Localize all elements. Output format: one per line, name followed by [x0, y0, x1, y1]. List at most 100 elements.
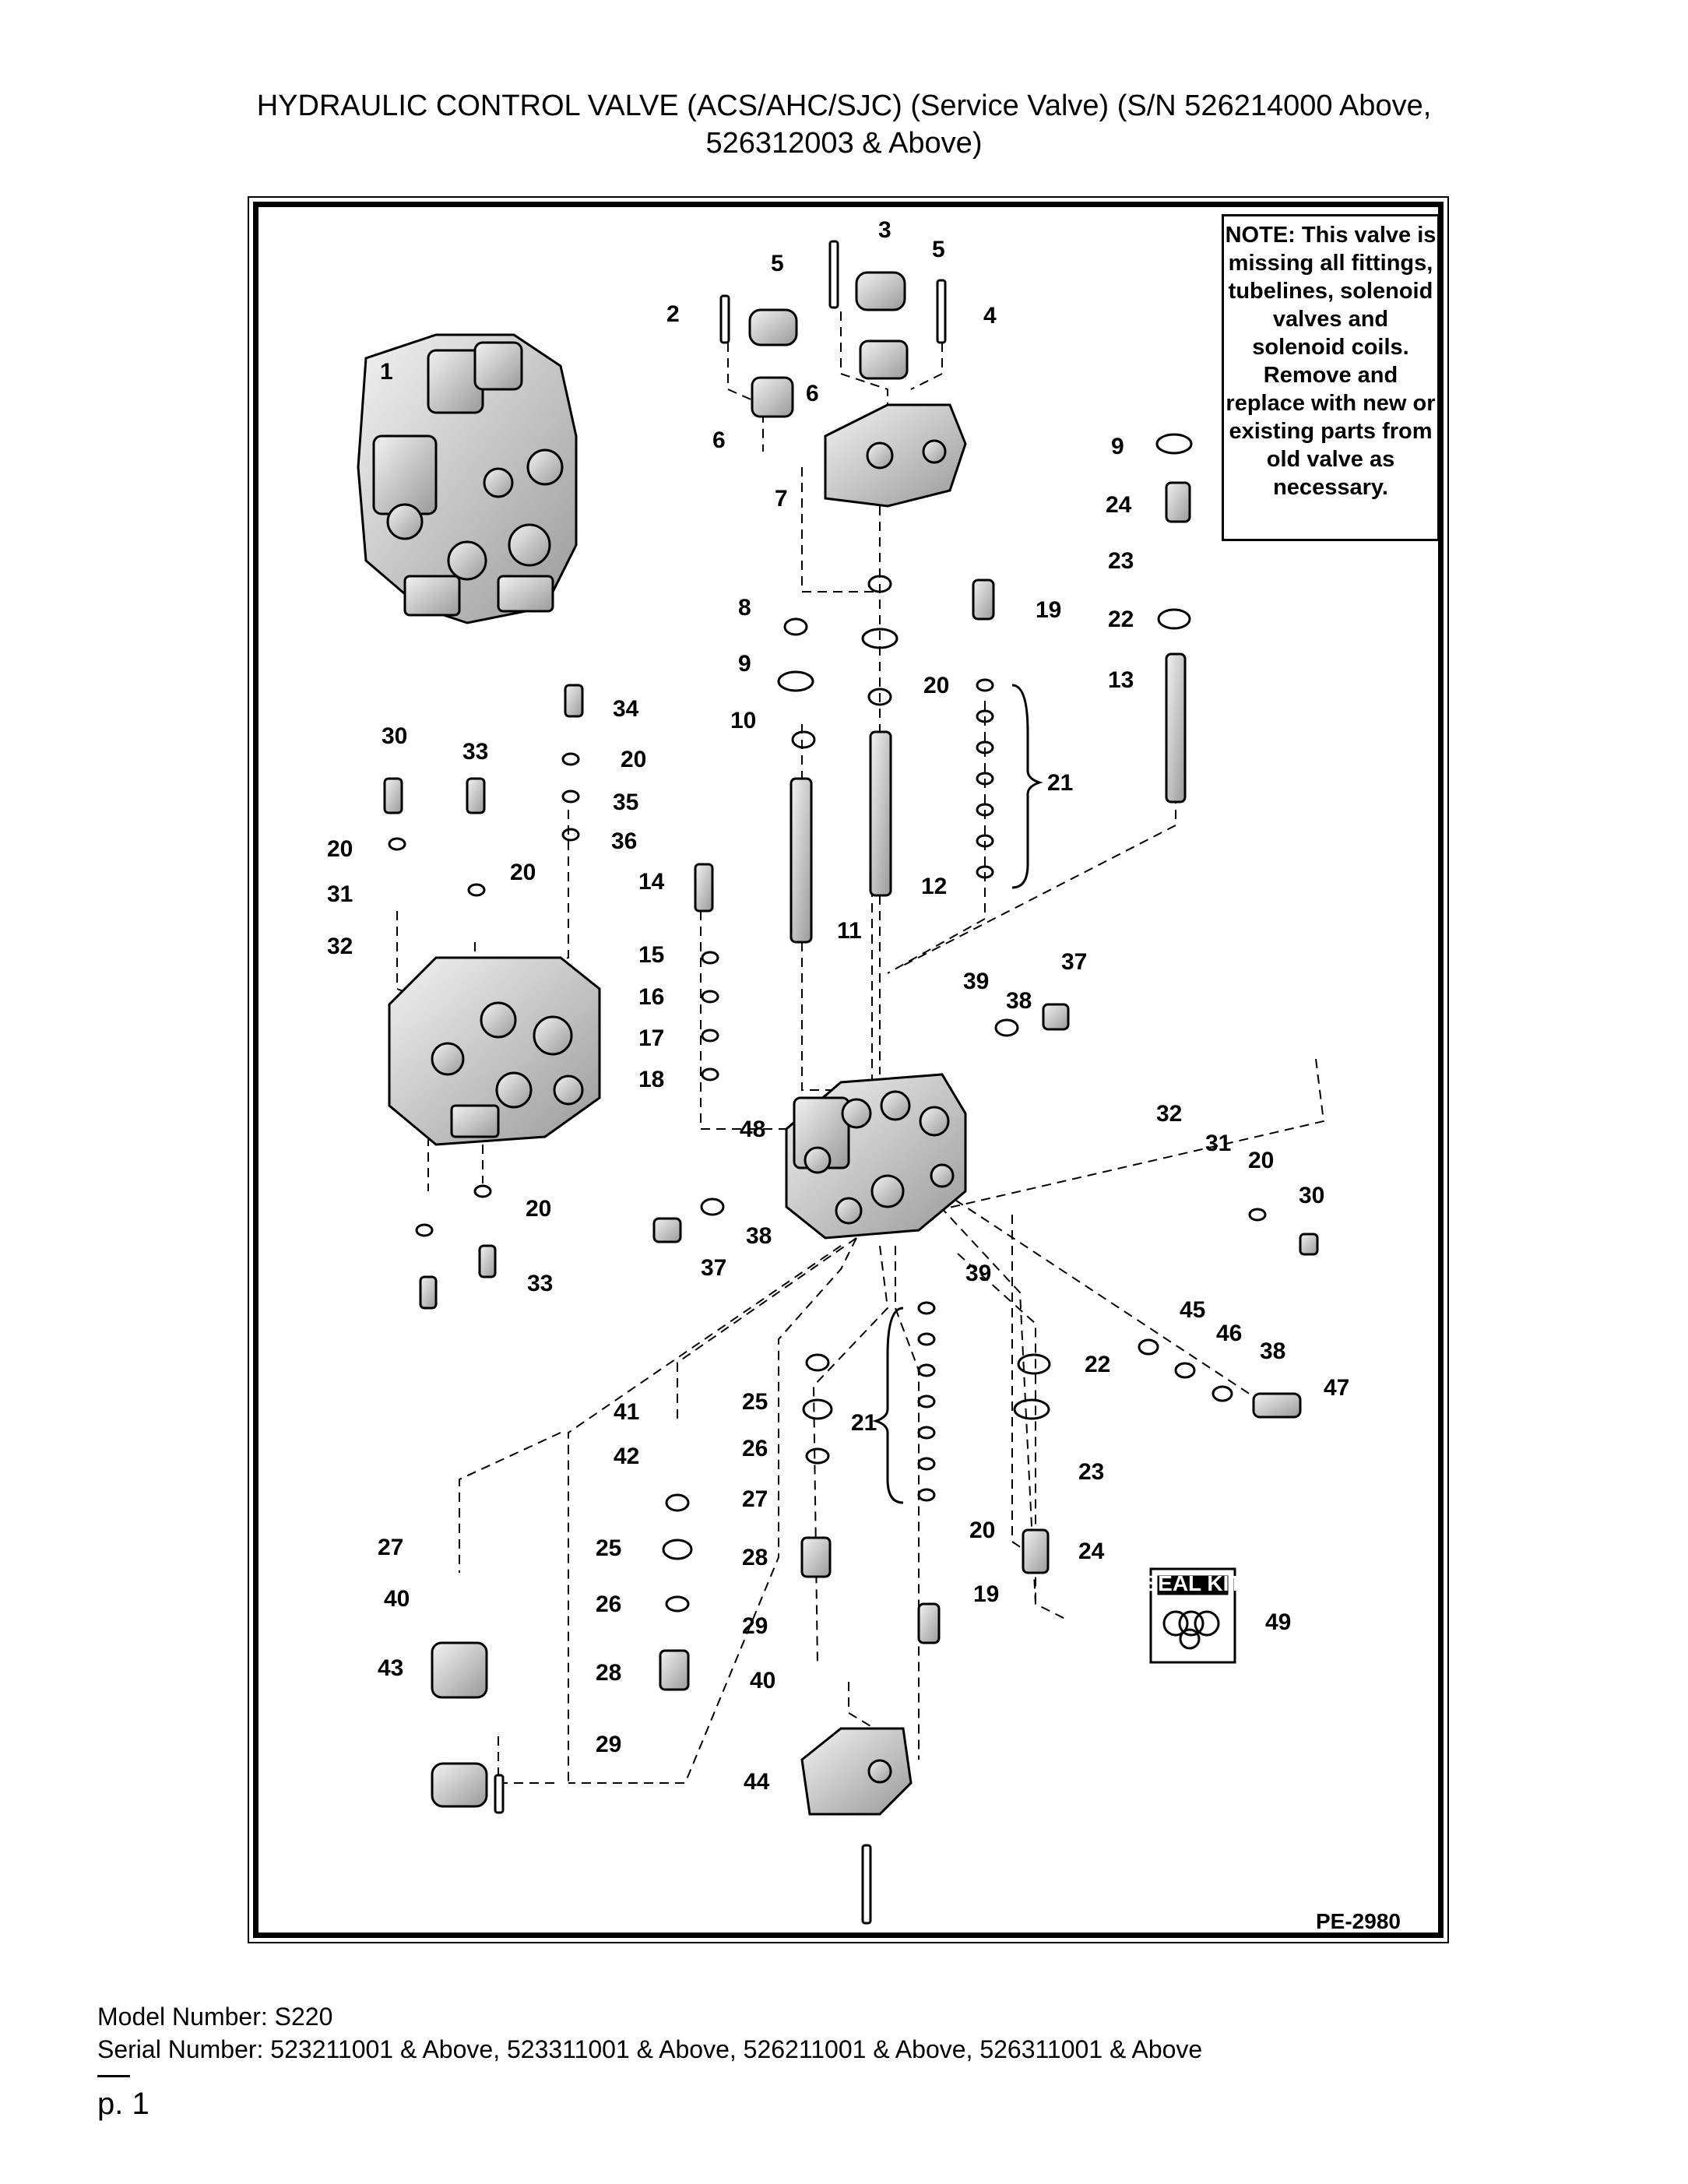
callout-6: 6 — [806, 381, 819, 406]
callout-29b: 29 — [596, 1732, 621, 1757]
callout-39b: 39 — [965, 1261, 991, 1286]
part-7-manifold — [824, 403, 967, 508]
part-5-cap-left — [748, 308, 798, 346]
part-28-spring-lower — [659, 1649, 690, 1691]
part-43-housing — [431, 1641, 488, 1699]
plugs-and-fittings — [383, 579, 1319, 1644]
callout-40: 40 — [384, 1586, 410, 1612]
callout-20c: 20 — [327, 836, 353, 862]
note-text: This valve is missing all fittings, tube… — [1226, 223, 1437, 500]
callout-31b: 31 — [1205, 1131, 1231, 1156]
note-label: NOTE: — [1225, 223, 1296, 248]
callout-37b: 37 — [701, 1255, 726, 1281]
callout-5: 5 — [771, 251, 784, 276]
callout-20e: 20 — [526, 1196, 551, 1222]
brackets-21 — [872, 684, 1043, 1504]
figure-id: PE-2980 — [1316, 1909, 1401, 1933]
part-5-cap-bottom — [431, 1762, 488, 1808]
callout-7: 7 — [775, 486, 788, 512]
serial-number: Serial Number: 523211001 & Above, 523311… — [97, 2035, 1203, 2063]
part-24-spring-top — [1165, 481, 1191, 523]
title-line-2: 526312003 & Above) — [705, 127, 983, 160]
note-box: NOTE: This valve is missing all fittings… — [1222, 214, 1440, 541]
callout-30b: 30 — [1299, 1183, 1324, 1208]
callout-41: 41 — [614, 1399, 639, 1425]
callout-22: 22 — [1108, 607, 1134, 632]
callout-9b: 9 — [1111, 434, 1124, 459]
o-rings — [388, 433, 1267, 1613]
callout-21b: 21 — [851, 1410, 877, 1436]
callout-20: 20 — [923, 673, 949, 698]
part-6-coupler-left — [751, 376, 794, 418]
part-1-valve-assembly — [357, 333, 578, 624]
callout-23: 23 — [1108, 548, 1134, 574]
callout-20f: 20 — [1248, 1148, 1274, 1173]
model-number: Model Number: S220 — [97, 2003, 333, 2031]
callout-24: 24 — [1106, 492, 1132, 518]
title-line-1: HYDRAULIC CONTROL VALVE (ACS/AHC/SJC) (S… — [256, 90, 1432, 122]
page-number: p. 1 — [97, 2087, 149, 2121]
part-48-valve-body — [785, 1073, 967, 1240]
seal-stack-21-upper — [976, 678, 994, 879]
callout-27: 27 — [742, 1486, 768, 1512]
callout-33b: 33 — [527, 1271, 553, 1296]
callout-19: 19 — [1036, 597, 1061, 623]
page-divider — [97, 2075, 130, 2077]
callout-18: 18 — [638, 1067, 664, 1092]
callout-36: 36 — [611, 828, 637, 854]
part-2-bolt — [719, 294, 730, 344]
callout-25: 25 — [742, 1389, 768, 1415]
page-title: HYDRAULIC CONTROL VALVE (ACS/AHC/SJC) (S… — [0, 87, 1688, 162]
callout-8: 8 — [738, 595, 751, 621]
callout-20b: 20 — [621, 747, 646, 772]
callout-2: 2 — [666, 301, 680, 327]
callout-26: 26 — [742, 1436, 768, 1461]
part-3-bolt-bottom — [494, 1774, 505, 1814]
callout-14: 14 — [638, 869, 665, 895]
callout-29: 29 — [742, 1613, 768, 1639]
callout-16: 16 — [638, 984, 664, 1010]
part-24-spring-bottom — [1022, 1528, 1050, 1574]
callout-43: 43 — [378, 1655, 403, 1681]
callout-17: 17 — [638, 1025, 664, 1051]
callout-9: 9 — [738, 651, 751, 677]
callout-38b: 38 — [746, 1223, 772, 1249]
callout-19b: 19 — [973, 1581, 999, 1607]
part-12-spool — [869, 730, 892, 897]
callout-labels: 1 2 3 4 5 5 6 6 7 8 9 9 10 11 12 13 14 1… — [327, 217, 1349, 1795]
callout-1: 1 — [380, 359, 393, 385]
callout-11: 11 — [837, 918, 862, 944]
callout-38: 38 — [1006, 988, 1032, 1014]
callout-48: 48 — [740, 1117, 765, 1142]
callout-46: 46 — [1216, 1321, 1242, 1346]
callout-22b: 22 — [1085, 1352, 1110, 1377]
callout-23b: 23 — [1078, 1459, 1104, 1485]
callout-21: 21 — [1047, 770, 1073, 796]
callout-5b: 5 — [932, 237, 945, 262]
callout-28b: 28 — [596, 1660, 621, 1686]
part-6-coupler-right — [859, 339, 909, 380]
callout-20d: 20 — [510, 860, 536, 885]
callout-13: 13 — [1108, 667, 1134, 693]
callout-38c: 38 — [1260, 1338, 1285, 1364]
callout-32: 32 — [327, 934, 353, 959]
callout-47: 47 — [1324, 1375, 1349, 1401]
part-28-spring-upper — [800, 1536, 832, 1578]
seal-kit-label: SEAL KIT — [1143, 1571, 1242, 1595]
callout-4: 4 — [983, 303, 997, 329]
callout-49: 49 — [1265, 1609, 1291, 1635]
diagram-frame-outer — [248, 196, 1449, 1943]
callout-30: 30 — [382, 723, 407, 749]
callout-3: 3 — [878, 217, 891, 243]
callout-33: 33 — [462, 739, 488, 765]
part-5-cap-right — [855, 271, 906, 311]
part-3-bolt-top — [828, 240, 839, 309]
callout-40b: 40 — [750, 1668, 775, 1693]
callout-10: 10 — [730, 708, 756, 733]
callout-37: 37 — [1061, 949, 1087, 975]
callout-39: 39 — [963, 969, 989, 994]
callout-26b: 26 — [596, 1591, 621, 1617]
callout-35: 35 — [613, 790, 638, 815]
seal-stack-21-lower — [917, 1301, 936, 1502]
